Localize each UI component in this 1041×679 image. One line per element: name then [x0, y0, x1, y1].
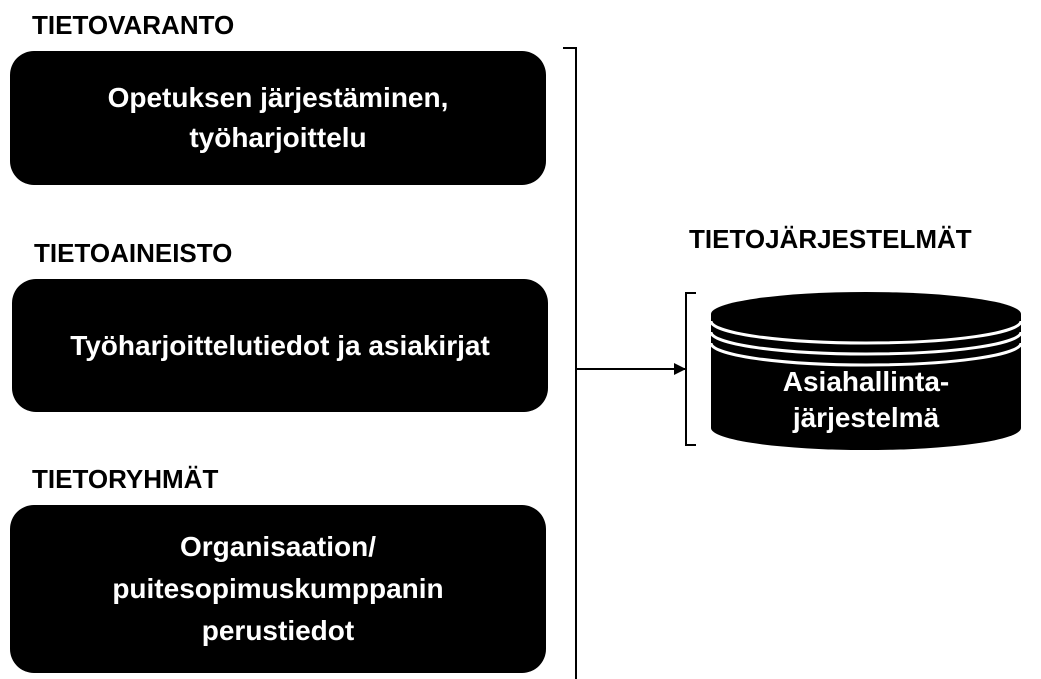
box-tietoaineisto-line-1: Työharjoittelutiedot ja asiakirjat	[70, 329, 490, 361]
database-label-line-2: järjestelmä	[792, 402, 940, 433]
database-bracket	[685, 292, 696, 446]
left-bracket	[563, 47, 577, 679]
heading-tietoryhmat: TIETORYHMÄT	[32, 464, 219, 494]
database-label-line-1: Asiahallinta-	[782, 366, 950, 397]
box-tietoryhmat-line-2: puitesopimuskumppanin	[112, 573, 444, 604]
box-tietoryhmat: Organisaation/ puitesopimuskumppanin per…	[10, 505, 546, 673]
database-label: Asiahallinta- järjestelmä	[712, 364, 1020, 436]
heading-tietojarjestelmat: TIETOJÄRJESTELMÄT	[689, 224, 972, 254]
heading-tietoaineisto: TIETOAINEISTO	[34, 238, 233, 268]
box-tietovaranto-line-2: työharjoittelu	[189, 122, 367, 153]
box-tietoryhmat-line-3: perustiedot	[201, 615, 355, 646]
box-tietovaranto-line-1: Opetuksen järjestäminen,	[107, 82, 449, 113]
database-icon	[709, 292, 1023, 450]
box-tietovaranto: Opetuksen järjestäminen, työharjoittelu	[10, 51, 546, 185]
heading-tietovaranto: TIETOVARANTO	[32, 10, 235, 40]
box-tietoryhmat-line-1: Organisaation/	[179, 531, 377, 562]
box-tietoaineisto: Työharjoittelutiedot ja asiakirjat	[12, 279, 548, 412]
